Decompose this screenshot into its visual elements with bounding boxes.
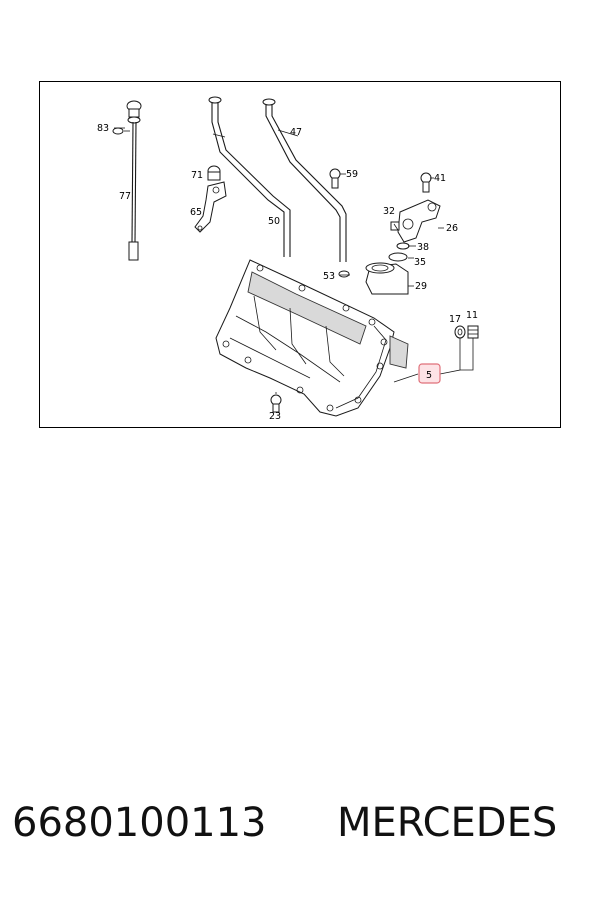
part-65-bracket — [194, 181, 227, 233]
callout-23: 23 — [269, 411, 281, 422]
callout-38: 38 — [417, 242, 429, 253]
part-number: 6680100113 — [12, 800, 267, 846]
caption-bar: 6680100113 MERCEDES — [0, 800, 600, 860]
parts-diagram: 83 77 71 65 47 50 59 41 32 26 38 35 53 2… — [39, 81, 561, 428]
callout-26: 26 — [446, 223, 458, 234]
part-53-washer — [338, 270, 350, 278]
part-71-ring — [207, 165, 221, 181]
part-11-drain-plug — [467, 325, 479, 339]
callout-5: 5 — [426, 370, 432, 381]
exploded-view-drawing: 83 77 71 65 47 50 59 41 32 26 38 35 53 2… — [97, 96, 479, 422]
callout-41: 41 — [434, 173, 446, 184]
guide-tube-50 — [208, 96, 291, 257]
highlight-box-part-5 — [418, 363, 441, 384]
oil-pan-housing — [215, 259, 409, 417]
callout-17: 17 — [449, 314, 461, 325]
part-35-ring — [388, 252, 408, 262]
callout-11: 11 — [466, 310, 478, 321]
part-17-seal-ring — [454, 325, 466, 339]
callout-50: 50 — [268, 216, 280, 227]
callout-65: 65 — [190, 207, 202, 218]
callout-32: 32 — [383, 206, 395, 217]
part-59-bolt — [329, 168, 341, 189]
part-29-housing — [365, 262, 409, 295]
part-41-bolt — [420, 172, 432, 193]
callout-35: 35 — [414, 257, 426, 268]
callout-47: 47 — [290, 127, 302, 138]
part-23-bolt — [270, 394, 282, 413]
callout-77: 77 — [119, 191, 131, 202]
part-38-ring — [396, 242, 410, 250]
callout-29: 29 — [415, 281, 427, 292]
dipstick-part — [112, 100, 142, 261]
callout-71: 71 — [191, 170, 203, 181]
leader-lines — [114, 127, 474, 394]
callout-59: 59 — [346, 169, 358, 180]
callout-53: 53 — [323, 271, 335, 282]
brand-name: MERCEDES — [337, 800, 558, 846]
callout-83: 83 — [97, 123, 109, 134]
part-26-flange — [397, 199, 441, 243]
guide-tube-47 — [262, 98, 347, 262]
